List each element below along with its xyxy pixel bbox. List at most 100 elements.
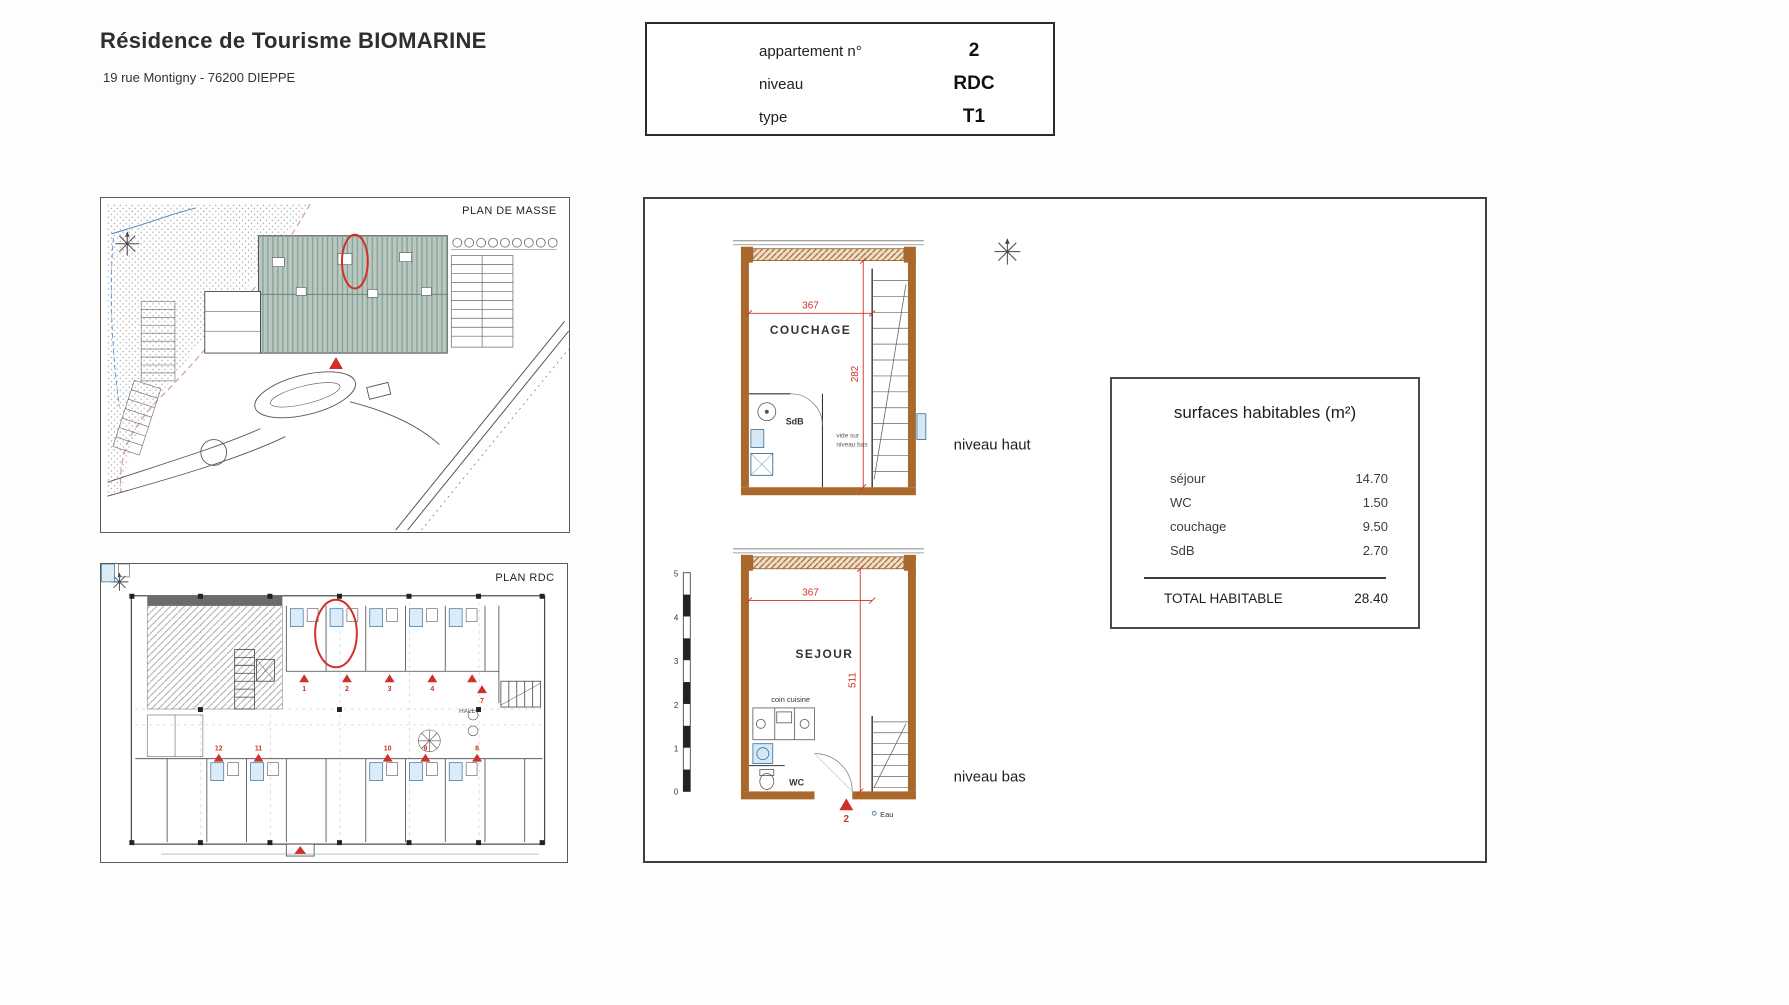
dim-282-haut bbox=[859, 257, 867, 491]
scale-tick-2: 2 bbox=[674, 701, 679, 710]
apartment-number-value: 2 bbox=[968, 40, 980, 61]
wc-fixture bbox=[748, 765, 785, 790]
surface-label: WC bbox=[1170, 495, 1192, 510]
parking-left bbox=[112, 301, 176, 456]
surfaces-title: surfaces habitables (m²) bbox=[1173, 403, 1357, 422]
hall-label: HALL bbox=[459, 708, 476, 715]
water-meter-icon bbox=[871, 810, 877, 816]
scale-tick-5: 5 bbox=[674, 570, 679, 579]
unit-marker-7: 7 bbox=[480, 698, 484, 705]
sejour-label: SEJOUR bbox=[795, 647, 853, 661]
dim-width-haut: 367 bbox=[802, 300, 819, 311]
surface-label: SdB bbox=[1170, 543, 1195, 558]
wc-label: WC bbox=[789, 777, 804, 787]
unit-marker-3: 3 bbox=[388, 686, 392, 693]
surface-row-sdb: SdB 2.70 bbox=[1170, 543, 1388, 558]
unit-marker-1: 1 bbox=[302, 686, 306, 693]
top-unit-row bbox=[285, 605, 500, 704]
surface-value: 2.70 bbox=[1362, 543, 1388, 558]
entry-door-leaf bbox=[814, 753, 853, 792]
water-line-2 bbox=[110, 237, 120, 407]
plan-rdc-drawing: PLAN RDC bbox=[101, 563, 554, 857]
level-row: niveau RDC bbox=[759, 71, 1039, 97]
unit2-highlight-ellipse bbox=[314, 598, 358, 669]
apartment-info-box: appartement n° 2 niveau RDC type T1 bbox=[645, 22, 1055, 136]
party-wall-band bbox=[147, 595, 283, 606]
level-value: RDC bbox=[953, 73, 995, 94]
access-road bbox=[107, 371, 440, 497]
dim-height-haut: 282 bbox=[850, 365, 861, 382]
spiral-stair bbox=[418, 729, 441, 753]
surfaces-separator bbox=[1144, 577, 1386, 579]
columns bbox=[129, 593, 545, 846]
sdb-room bbox=[748, 393, 824, 488]
coin-cuisine-label: coin cuisine bbox=[771, 695, 810, 704]
unit-highlight-ellipse bbox=[340, 233, 369, 290]
surface-value: 1.50 bbox=[1362, 495, 1388, 510]
niveau-haut-plan: 367 282 COUCHAGE bbox=[733, 240, 927, 496]
niveau-haut-caption: niveau haut bbox=[954, 437, 1032, 453]
scale-tick-1: 1 bbox=[674, 745, 679, 754]
level-label: niveau bbox=[759, 75, 804, 93]
hall-tables bbox=[467, 709, 479, 737]
dim-511-bas bbox=[856, 565, 864, 795]
surface-row-couchage: couchage 9.50 bbox=[1170, 519, 1388, 534]
scale-tick-3: 3 bbox=[674, 657, 679, 666]
surface-value: 14.70 bbox=[1355, 471, 1388, 486]
covered-parking bbox=[146, 605, 283, 710]
unit-marker-2: 2 bbox=[345, 686, 349, 693]
unit-marker-9: 9 bbox=[423, 746, 427, 753]
north-compass-icon bbox=[994, 238, 1021, 265]
entrance-marker bbox=[329, 357, 343, 369]
total-value: 28.40 bbox=[1354, 591, 1388, 606]
diagonal-road bbox=[395, 320, 569, 531]
water-line bbox=[111, 207, 196, 235]
unit-plans-drawing: 367 282 COUCHAGE bbox=[674, 238, 1032, 825]
plan-masse-label: PLAN DE MASSE bbox=[462, 205, 556, 217]
dim-367-haut bbox=[745, 310, 876, 317]
void-note-2: niveau bas bbox=[836, 442, 867, 449]
unit-marker-4: 4 bbox=[430, 686, 434, 693]
dim-367-bas bbox=[745, 597, 876, 604]
unit-marker-11: 11 bbox=[255, 746, 262, 753]
plan-de-masse-panel: PLAN DE MASSE bbox=[100, 197, 570, 533]
parking-right bbox=[450, 255, 514, 348]
scale-tick-4: 4 bbox=[674, 613, 679, 622]
niveau-bas-plan: 367 511 SEJOUR coin cuisine bbox=[733, 548, 924, 825]
left-rooms bbox=[146, 714, 204, 758]
stairs-upper bbox=[871, 268, 908, 488]
entry-number: 2 bbox=[844, 814, 850, 825]
surface-row-sejour: séjour 14.70 bbox=[1170, 471, 1388, 486]
page-title: Résidence de Tourisme BIOMARINE bbox=[100, 28, 487, 53]
entry-triangle bbox=[839, 798, 854, 811]
kitchen-counter bbox=[752, 707, 815, 741]
unit-marker-8: 8 bbox=[475, 746, 479, 753]
water-heater bbox=[752, 743, 774, 764]
apartment-number-label: appartement n° bbox=[759, 42, 862, 60]
niveau-bas-caption: niveau bas bbox=[954, 769, 1026, 785]
surfaces-table: surfaces habitables (m²) séjour 14.70 WC… bbox=[1110, 377, 1420, 629]
couchage-label: COUCHAGE bbox=[770, 323, 851, 337]
plan-rdc-label: PLAN RDC bbox=[495, 572, 554, 584]
stair-lift-core bbox=[234, 649, 275, 710]
surface-label: séjour bbox=[1170, 471, 1206, 486]
dim-width-bas: 367 bbox=[802, 588, 819, 599]
stippled-terrain bbox=[107, 203, 311, 497]
surface-row-wc: WC 1.50 bbox=[1170, 495, 1388, 510]
unit-pods-top bbox=[101, 563, 478, 627]
void-note: vide sur bbox=[836, 433, 859, 440]
entry-door-arc bbox=[814, 753, 853, 792]
plan-rdc-panel: PLAN RDC bbox=[100, 563, 568, 863]
stairs-lower bbox=[871, 715, 908, 792]
plan-de-masse-drawing: PLAN DE MASSE bbox=[107, 203, 569, 531]
unit-markers-top: 1 2 3 4 7 bbox=[299, 674, 487, 705]
surface-value: 9.50 bbox=[1362, 519, 1388, 534]
scale-tick-0: 0 bbox=[674, 787, 679, 796]
unit-marker-12: 12 bbox=[215, 746, 223, 753]
page-address: 19 rue Montigny - 76200 DIEPPE bbox=[103, 70, 296, 85]
parking-trees-row bbox=[451, 237, 558, 250]
main-building bbox=[257, 235, 448, 354]
total-label: TOTAL HABITABLE bbox=[1164, 591, 1283, 606]
scale-bar: 5 4 3 2 1 0 bbox=[674, 570, 691, 796]
